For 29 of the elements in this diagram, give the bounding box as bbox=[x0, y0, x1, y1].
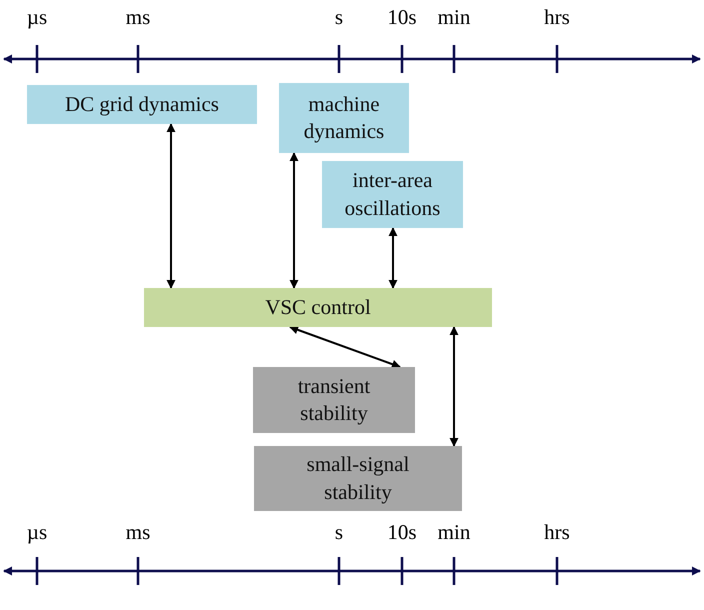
tick-label: min bbox=[438, 522, 470, 543]
node-label: small-signal stability bbox=[306, 451, 410, 506]
stability-box bbox=[253, 367, 415, 433]
arrow bbox=[388, 227, 398, 289]
tick-label: hrs bbox=[544, 522, 570, 543]
tick-label: ms bbox=[126, 522, 150, 543]
tick-label: s bbox=[334, 522, 344, 543]
phenomenon-box bbox=[322, 161, 463, 228]
arrow bbox=[450, 326, 458, 447]
tick-label: µs bbox=[26, 7, 48, 28]
arrow bbox=[290, 152, 298, 289]
control-bar bbox=[144, 288, 492, 327]
node-label: transient stability bbox=[296, 372, 372, 427]
tick-label: s bbox=[334, 7, 344, 28]
tick-label: 10s bbox=[387, 522, 417, 543]
tick-label: ms bbox=[126, 7, 150, 28]
tick-label: µs bbox=[26, 522, 48, 543]
node-label: VSC control bbox=[265, 294, 371, 321]
node-label: DC grid dynamics bbox=[65, 90, 219, 118]
tick-label: 10s bbox=[387, 7, 417, 28]
phenomenon-box bbox=[27, 85, 257, 124]
node-label: inter-area oscillations bbox=[344, 167, 442, 222]
stability-box bbox=[254, 446, 462, 511]
phenomenon-box bbox=[279, 83, 409, 153]
tick-label: hrs bbox=[544, 7, 570, 28]
arrow bbox=[289, 326, 401, 368]
node-label: machine dynamics bbox=[302, 90, 386, 145]
arrow bbox=[166, 123, 176, 289]
tick-label: min bbox=[438, 7, 470, 28]
